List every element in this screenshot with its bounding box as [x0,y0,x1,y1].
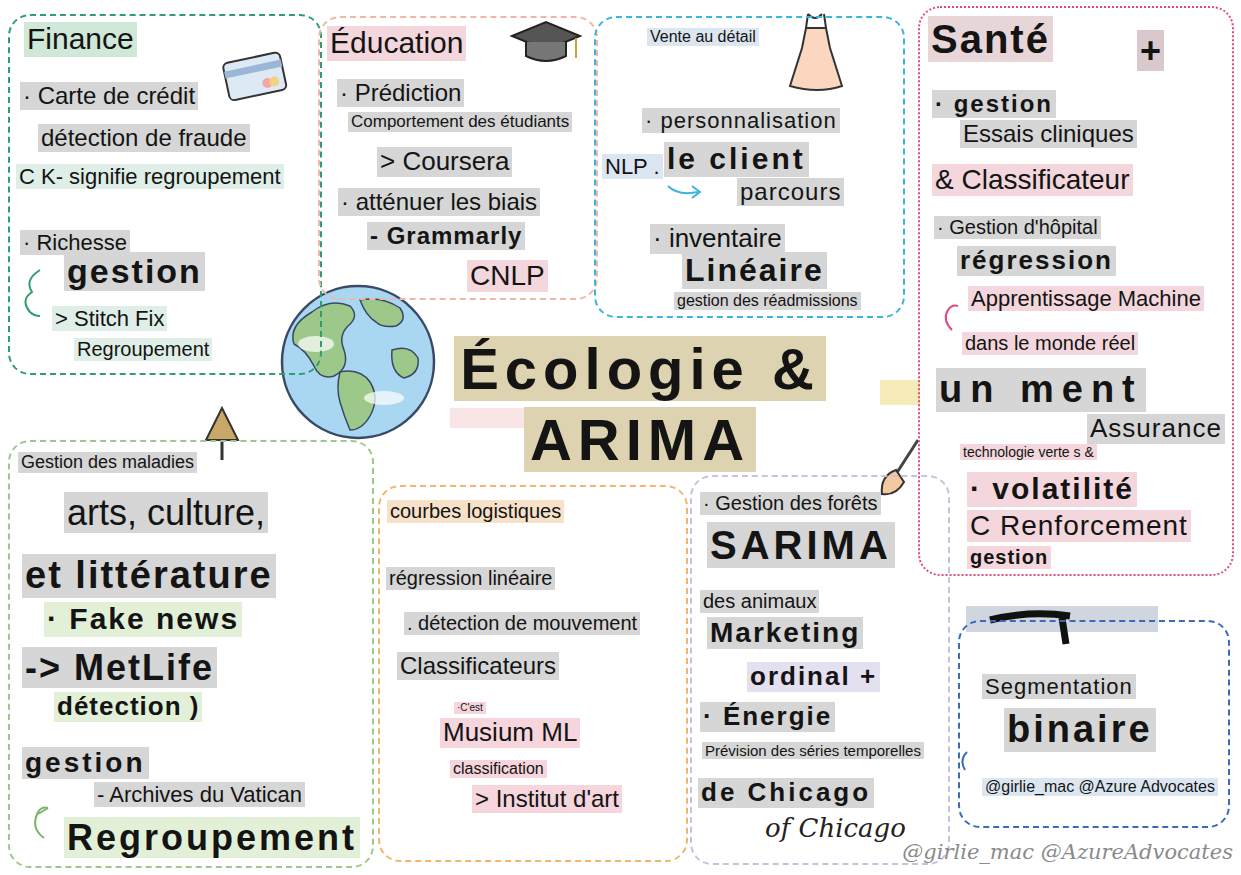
note-text: binaire [1004,708,1156,752]
globe-illustration [282,286,434,438]
watermark: @girlie_mac @AzureAdvocates [899,840,1236,864]
note-text: · personnalisation [642,108,840,133]
note-text: + [1137,30,1164,71]
curly-arrow [25,270,40,316]
section-region: Santé + · gestionEssais cliniques & Classif… [918,6,1234,576]
note-text: Linéaire [682,252,827,289]
note-text: gestion des réadmissions [674,292,861,310]
section-heading: Santé [928,16,1053,62]
section-heading: Segmentation [982,674,1136,699]
section-heading: Éducation [327,26,466,61]
brush-icon [882,440,918,494]
note-text: classification [450,760,547,778]
note-text: of Chicago [762,814,909,844]
note-text: · inventaire [650,224,785,254]
section-region: · Gestion des forêtsSARIMA des animauxMar… [690,475,950,865]
note-text: et littérature [22,554,276,598]
note-text: · Énergie [700,702,835,732]
note-text: · gestion [932,90,1056,118]
note-text: · Fake news [44,602,242,637]
section-heading: Gestion des maladies [18,452,197,473]
ink-mark [966,606,1158,644]
curly-arrow [946,306,958,331]
note-text: · atténuer les biais [338,188,540,216]
note-text: NLP . [602,154,663,179]
note-text: Musium ML [440,718,580,748]
note-text: @girlie_mac @Azure Advocates [982,778,1218,796]
note-text: . détection de mouvement [404,612,640,635]
note-text: gestion [967,546,1051,569]
center-title: Écologie & ARIMA [454,336,826,472]
note-text: gestion [64,252,205,291]
curly-arrow [668,186,700,198]
note-text: parcours [737,178,844,206]
curly-arrow [962,752,967,770]
note-text: Marketing [707,617,863,649]
note-text: SARIMA [707,522,895,568]
note-text: · Carte de crédit [20,82,198,110]
note-text: Apprentissage Machine [968,286,1204,311]
section-heading: · Gestion des forêts [700,492,881,515]
note-text: C Renforcement [967,510,1191,542]
center-title-box: Écologie & ARIMA [380,334,900,476]
note-text: Prévision des séries temporelles [702,742,924,759]
section-region: Finance · Carte de crédit détection de fra… [8,14,322,375]
note-text: CNLP [467,260,548,292]
note-text: le client [664,142,809,177]
note-text: & Classificateur [932,164,1133,196]
tree-icon [206,408,238,460]
note-text: gestion [22,747,149,779]
note-text: > Coursera [377,147,512,177]
section-region: Vente au détail · personnalisationNLP .le… [594,16,905,318]
note-text: Essais cliniques [960,120,1137,148]
note-text: de Chicago [698,778,874,808]
note-text: détection de fraude [38,124,250,152]
note-text: des animaux [700,590,819,613]
note-text: · Prédiction [337,79,464,107]
note-text: un ment [936,368,1146,412]
note-text: - Archives du Vatican [94,782,305,807]
section-heading: Finance [24,22,137,57]
note-text: · volatilité [967,472,1137,507]
note-text: Comportement des étudiants [348,112,572,132]
note-text: C K- signifie regroupement [16,164,284,189]
section-heading: courbes logistiques [387,500,564,523]
note-text: arts, culture, [64,492,268,533]
color-smudge [880,380,920,405]
note-text: Classificateurs [397,652,559,680]
note-text: > Institut d'art [472,785,622,813]
note-text: · Gestion d'hôpital [934,216,1101,239]
section-region: Segmentation binaire @girlie_mac @Azure Ad… [958,620,1230,828]
section-region: Gestion des maladies arts, culture, et lit… [8,440,374,868]
note-text: dans le monde réel [962,332,1138,355]
note-text: - Grammarly [367,222,525,250]
note-text: technologie verte s & [960,444,1097,460]
section-region: courbes logistiques régression linéaire . … [378,485,688,862]
section-region: Éducation · PrédictionComportement des ét… [318,16,598,300]
note-text: -> MetLife [22,647,217,688]
note-text: Regroupement [64,817,360,858]
section-heading: Vente au détail [647,28,759,46]
note-text: Assurance [1087,414,1225,444]
note-text: ·C'est [454,702,486,714]
credit-card-icon [222,52,287,101]
note-text: Regroupement [74,338,212,361]
graduation-cap-icon [512,22,580,61]
note-text: ordinal + [747,662,880,692]
curly-arrow [35,808,48,839]
note-text: détection ) [54,692,202,722]
note-text: régression linéaire [386,567,555,590]
note-text: > Stitch Fix [52,306,167,331]
note-text: régression [957,246,1116,276]
dress-icon [790,14,842,90]
